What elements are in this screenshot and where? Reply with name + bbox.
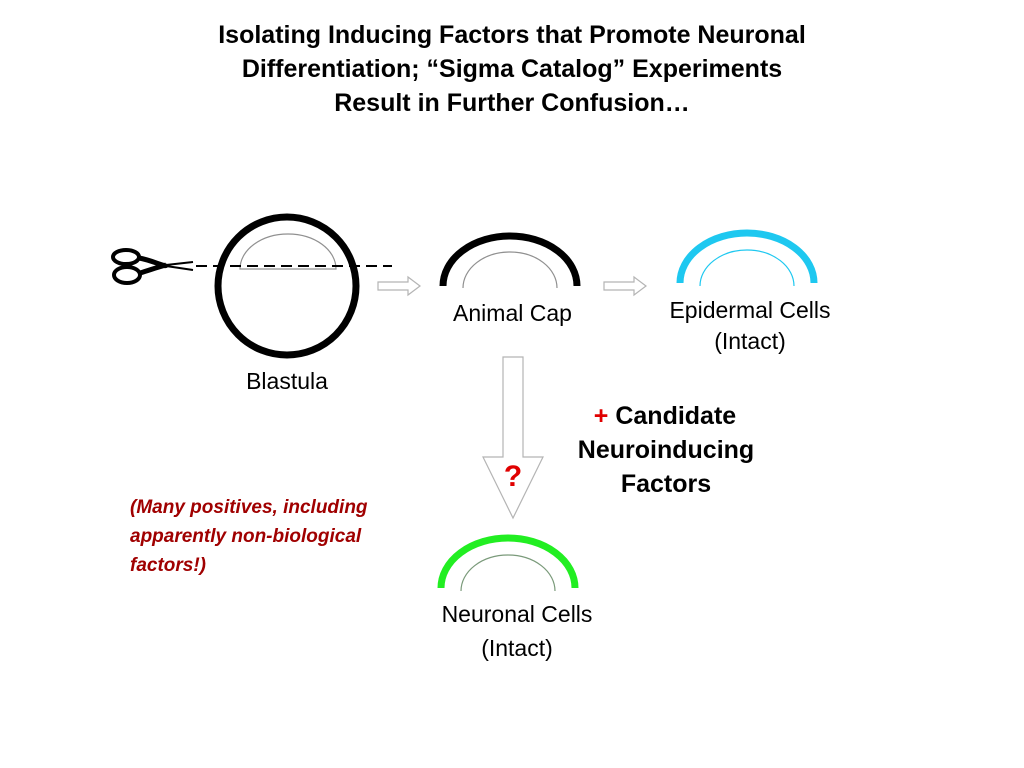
neuronal-cells-shape: [437, 534, 579, 592]
neuronal-label-line-1: Neuronal Cells: [441, 601, 593, 627]
note: (Many positives, including apparently no…: [130, 493, 368, 580]
scissors-icon: [111, 248, 194, 285]
question-mark: ?: [503, 460, 523, 493]
candidate-word: Candidate: [615, 402, 737, 430]
neuronal-label-line-2: (Intact): [481, 635, 553, 661]
note-line-2: apparently non-biological: [130, 526, 362, 547]
animal-cap-label: Animal Cap: [453, 300, 572, 326]
right-arrow-icon: [603, 275, 647, 297]
animal-cap-shape: [439, 232, 581, 289]
candidate-line-2: Neuroinducing: [577, 436, 755, 464]
blastula-shape: [214, 213, 360, 359]
epidermal-label-line-2: (Intact): [714, 328, 786, 354]
note-line-3: factors!): [130, 555, 207, 576]
plus-sign: +: [593, 402, 609, 430]
epidermal-label-line-1: Epidermal Cells: [669, 297, 831, 323]
blastula-label: Blastula: [246, 368, 328, 394]
candidate-line-3: Factors: [620, 470, 712, 498]
epidermal-cells-shape: [676, 229, 818, 287]
title-line-2: Differentiation; “Sigma Catalog” Experim…: [241, 55, 783, 83]
title-line-3: Result in Further Confusion…: [334, 89, 690, 117]
candidate-line-1: + Candidate: [560, 399, 770, 433]
right-arrow-icon: [377, 275, 421, 297]
note-line-1: (Many positives, including: [130, 497, 368, 518]
title-line-1: Isolating Inducing Factors that Promote …: [218, 21, 806, 49]
slide-title: Isolating Inducing Factors that Promote …: [112, 18, 912, 120]
down-arrow-icon: [482, 356, 544, 520]
